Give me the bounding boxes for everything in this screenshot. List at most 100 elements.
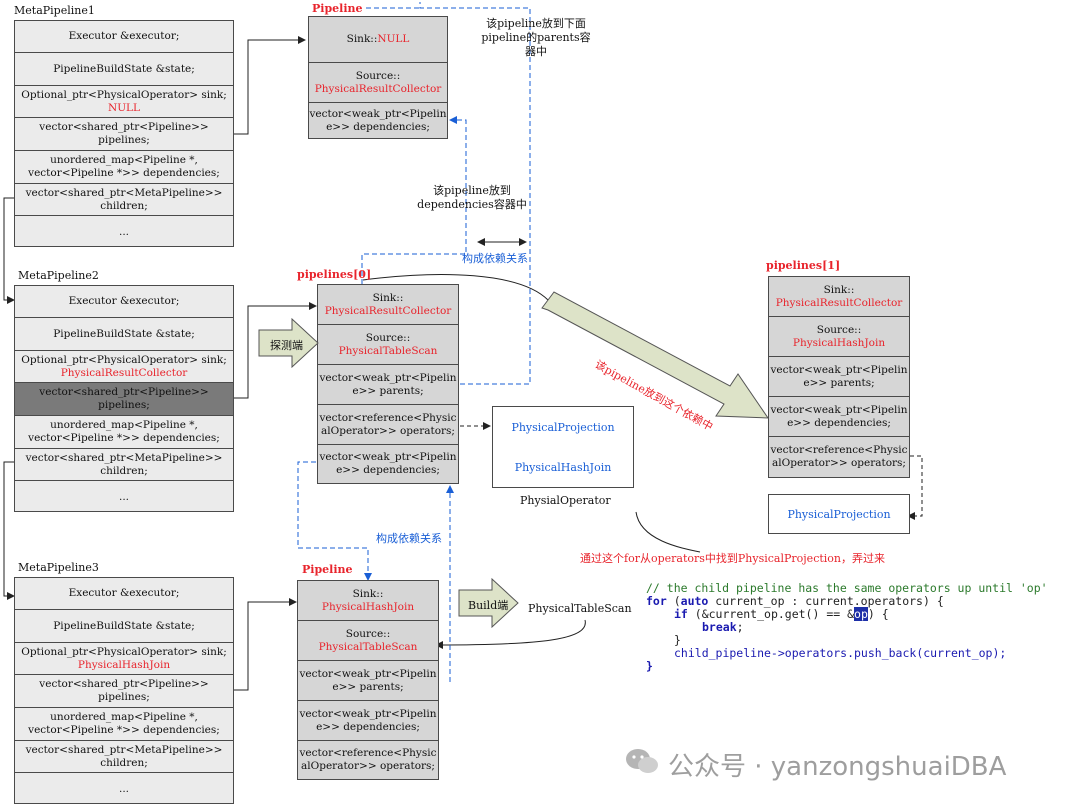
- operator-item-projection: PhysicalProjection: [511, 421, 615, 434]
- field-text: pipelines;: [98, 399, 150, 411]
- field-text: vector<Pipeline *>> dependencies;: [28, 724, 220, 736]
- field-text: vector<shared_ptr<Pipeline>>: [39, 121, 209, 133]
- operator-item-hashjoin: PhysicalHashJoin: [514, 461, 612, 474]
- code-text: }: [646, 659, 653, 673]
- code-keyword: auto: [680, 594, 709, 608]
- pipeline-top-source: Source:: PhysicalResultCollector: [309, 63, 447, 103]
- pipeline1-title: pipelines[1]: [766, 259, 841, 272]
- code-keyword: break: [702, 620, 737, 634]
- code-text: ) {: [867, 607, 889, 621]
- code-keyword: if: [674, 607, 688, 621]
- field-text: Executor &executor;: [68, 295, 180, 307]
- pipeline0-sink: Sink:: PhysicalResultCollector: [318, 285, 458, 325]
- metapipeline-field: PipelineBuildState &state;: [15, 53, 233, 86]
- code-line: break;: [702, 621, 744, 634]
- code-highlight: op: [854, 607, 868, 621]
- dep-line: vector<weak_ptr<Pipelin: [299, 707, 437, 720]
- metapipeline-field: ...: [15, 216, 233, 248]
- metapipeline-field: Optional_ptr<PhysicalOperator> sink;NULL: [15, 86, 233, 118]
- source-prefix: Source::: [365, 331, 411, 344]
- field-value: NULL: [108, 101, 140, 114]
- operators-caption: PhysialOperator: [520, 494, 611, 507]
- metapipeline-field: vector<shared_ptr<Pipeline>>pipelines;: [15, 383, 233, 416]
- code-line: }: [674, 634, 681, 647]
- code-text: ;: [736, 620, 744, 634]
- top-note: 该pipeline放到下面 pipeline的parents容 器中: [476, 17, 596, 59]
- parents-line: e>> parents;: [352, 384, 424, 397]
- metapipeline-field: PipelineBuildState &state;: [15, 318, 233, 351]
- watermark-text: 公众号 · yanzongshuaiDBA: [668, 752, 1007, 782]
- field-text: children;: [100, 464, 148, 477]
- code-call: child_pipeline->operators.push_back(curr…: [674, 646, 1007, 660]
- source-prefix: Source::: [345, 627, 391, 640]
- sink-value: PhysicalHashJoin: [321, 600, 415, 613]
- pipeline1-operators: vector<reference<Physic alOperator>> ope…: [769, 437, 909, 477]
- metapipeline-field: Optional_ptr<PhysicalOperator> sink;Phys…: [15, 351, 233, 383]
- metapipeline-field: Optional_ptr<PhysicalOperator> sink;Phys…: [15, 643, 233, 675]
- pipeline0-operators: vector<reference<Physic alOperator>> ope…: [318, 405, 458, 445]
- metapipeline2-box: Executor &executor; PipelineBuildState &s…: [14, 285, 234, 512]
- sink-prefix: Sink::: [372, 291, 404, 304]
- field-text: vector<shared_ptr<MetaPipeline>>: [25, 186, 223, 199]
- dep-line: vector<weak_ptr<Pipelin: [319, 451, 457, 463]
- source-value: PhysicalTableScan: [318, 640, 418, 653]
- pipeline-top-box: Sink::NULL Source:: PhysicalResultCollec…: [308, 16, 448, 139]
- dependency-relation-label: 构成依赖关系: [376, 532, 442, 545]
- wechat-icon: [626, 749, 658, 773]
- top-note-line: pipeline的parents容: [481, 31, 591, 44]
- build-side-label: Build端: [468, 599, 509, 612]
- projection-label: PhysicalProjection: [787, 508, 891, 521]
- field-text: unordered_map<Pipeline *,: [50, 419, 198, 431]
- field-text: vector<shared_ptr<MetaPipeline>>: [25, 743, 223, 756]
- field-text: vector<Pipeline *>> dependencies;: [28, 167, 220, 179]
- parents-line: e>> parents;: [803, 376, 875, 389]
- pipeline1-source: Source:: PhysicalHashJoin: [769, 317, 909, 357]
- metapipeline-field: Executor &executor;: [15, 578, 233, 610]
- pipeline-bottom-box: Sink:: PhysicalHashJoin Source:: Physica…: [297, 580, 439, 780]
- metapipeline1-box: Executor &executor; PipelineBuildState &s…: [14, 20, 234, 247]
- dep-line: e>> dependencies;: [787, 416, 891, 429]
- field-text: Executor &executor;: [68, 30, 180, 42]
- dep-line: vector<weak_ptr<Pipelin: [309, 107, 447, 120]
- pipeline-bottom-parents: vector<weak_ptr<Pipelin e>> parents;: [298, 661, 438, 701]
- field-text: vector<shared_ptr<Pipeline>>: [39, 678, 209, 690]
- field-text: pipelines;: [98, 691, 150, 703]
- code-keyword: for: [646, 594, 667, 608]
- field-text: vector<shared_ptr<MetaPipeline>>: [25, 451, 223, 464]
- pipeline1-sink: Sink:: PhysicalResultCollector: [769, 277, 909, 317]
- metapipeline-field: PipelineBuildState &state;: [15, 610, 233, 643]
- sink-value: PhysicalResultCollector: [775, 296, 903, 309]
- field-text: Executor &executor;: [68, 587, 180, 599]
- parents-line: vector<weak_ptr<Pipelin: [319, 371, 457, 384]
- field-text: children;: [100, 199, 148, 212]
- field-text: PipelineBuildState &state;: [53, 62, 195, 75]
- code-text: (&current_op.get() == &: [687, 607, 855, 621]
- dependency-relation-label: 构成依赖关系: [462, 252, 528, 265]
- operators-line: alOperator>> operators;: [301, 760, 435, 772]
- probe-side-arrow: [258, 318, 319, 368]
- dep-line: e>> dependencies;: [316, 720, 420, 733]
- metapipeline-field: vector<shared_ptr<MetaPipeline>>children…: [15, 741, 233, 773]
- pipeline0-box: Sink:: PhysicalResultCollector Source:: …: [317, 284, 459, 484]
- field-text: unordered_map<Pipeline *,: [50, 711, 198, 723]
- pipeline-top-dependencies: vector<weak_ptr<Pipelin e>> dependencies…: [309, 103, 447, 138]
- operators-line: vector<reference<Physic: [770, 444, 908, 456]
- field-text: Optional_ptr<PhysicalOperator> sink;: [21, 88, 227, 101]
- source-value: PhysicalResultCollector: [314, 82, 442, 95]
- code-line: child_pipeline->operators.push_back(curr…: [674, 647, 1006, 660]
- field-text: children;: [100, 756, 148, 769]
- pipeline-top-title: Pipeline: [312, 2, 363, 15]
- top-note-line: 该pipeline放到下面: [486, 17, 586, 30]
- code-text: current_op : current.operators) {: [708, 594, 944, 608]
- field-value: PhysicalResultCollector: [60, 366, 188, 379]
- pipeline-bottom-source: Source:: PhysicalTableScan: [298, 621, 438, 661]
- sink-value: NULL: [377, 33, 410, 45]
- pipeline1-parents: vector<weak_ptr<Pipelin e>> parents;: [769, 357, 909, 397]
- metapipeline2-title: MetaPipeline2: [18, 269, 99, 282]
- metapipeline3-box: Executor &executor; PipelineBuildState &s…: [14, 577, 234, 804]
- sink-prefix: Sink::: [352, 587, 384, 600]
- pipeline1-dependencies: vector<weak_ptr<Pipelin e>> dependencies…: [769, 397, 909, 437]
- parents-line: e>> parents;: [332, 680, 404, 693]
- code-line: for (auto current_op : current.operators…: [646, 595, 944, 608]
